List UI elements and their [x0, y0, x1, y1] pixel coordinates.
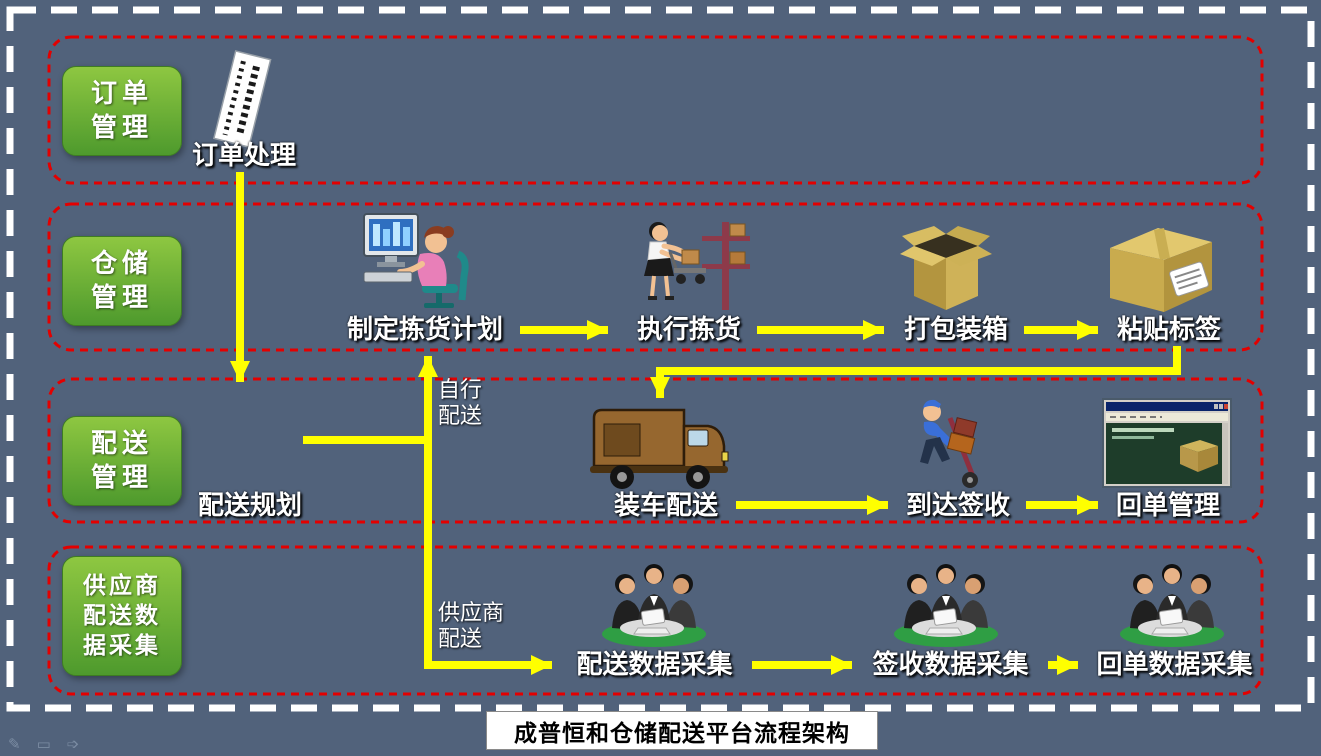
- lane-label-delivery-text: 配送 管理: [90, 428, 153, 492]
- edge-label-self-delivery: 自行 配送: [438, 377, 483, 429]
- node-label-arrival-signing: 到达签收: [905, 490, 1010, 520]
- node-label-truck-delivery: 装车配送: [613, 490, 718, 520]
- node-label-pack-boxes: 打包装箱: [903, 314, 1008, 344]
- arrow-label-to-truck: [650, 346, 1181, 398]
- next-slide-icon[interactable]: ➩: [66, 736, 80, 753]
- computer-operator-icon: [363, 213, 469, 308]
- lane-order-border: [47, 35, 1264, 185]
- node-label-paste-labels: 粘贴标签: [1116, 314, 1221, 344]
- lane-label-warehouse-management: 仓储 管理: [62, 236, 182, 326]
- node-label-receipt-management: 回单管理: [1115, 490, 1220, 520]
- lane-delivery-border: [47, 377, 1264, 524]
- presenter-toolbar: ✎ ▭ ➩: [8, 735, 79, 753]
- node-label-execute-picking: 执行拣货: [636, 314, 741, 344]
- picking-worker-icon: [644, 222, 750, 310]
- node-label-order-processing: 订单处理: [191, 140, 296, 170]
- node-label-delivery-planning: 配送规划: [197, 490, 302, 520]
- team-data-collection-icon-1: [601, 563, 707, 648]
- slide-title-bar: 成普恒和仓储配送平台流程架构: [486, 711, 878, 750]
- delivery-truck-icon: [590, 408, 729, 489]
- slide-title-text: 成普恒和仓储配送平台流程架构: [514, 719, 850, 746]
- node-label-signing-data-collection: 签收数据采集: [872, 649, 1029, 679]
- lane-label-supplier-data: 供应商 配送数 据采集: [62, 556, 182, 676]
- lane-supplier-border: [47, 545, 1264, 696]
- lane-warehouse-border: [47, 202, 1264, 352]
- node-label-receipt-data-collection: 回单数据采集: [1096, 649, 1253, 679]
- node-label-make-picking-plan: 制定拣货计划: [346, 314, 503, 344]
- order-list-icon: [212, 50, 272, 148]
- node-label-delivery-data-collection: 配送数据采集: [576, 649, 733, 679]
- edge-label-supplier-delivery: 供应商 配送: [438, 600, 505, 652]
- labeled-carton-icon: [1110, 228, 1212, 312]
- browser-screenshot-icon: [1102, 398, 1232, 488]
- open-carton-icon: [900, 226, 992, 310]
- slide-outer-border: [6, 6, 1315, 712]
- arrow-planning-to-data-supplier: [424, 436, 552, 675]
- arrow-planning-to-plan-self: [303, 356, 438, 444]
- lane-label-order-management: 订单 管理: [62, 66, 182, 156]
- lane-label-warehouse-text: 仓储 管理: [90, 248, 153, 312]
- team-data-collection-icon-3: [1119, 563, 1225, 648]
- lane-label-supplier-text: 供应商 配送数 据采集: [83, 572, 161, 658]
- handtruck-courier-icon: [920, 399, 978, 488]
- pen-tool-icon[interactable]: ✎: [8, 736, 21, 753]
- lane-label-delivery-management: 配送 管理: [62, 416, 182, 506]
- lane-label-order-text: 订单 管理: [90, 78, 153, 142]
- screen-tool-icon[interactable]: ▭: [36, 736, 51, 753]
- team-data-collection-icon-2: [893, 563, 999, 648]
